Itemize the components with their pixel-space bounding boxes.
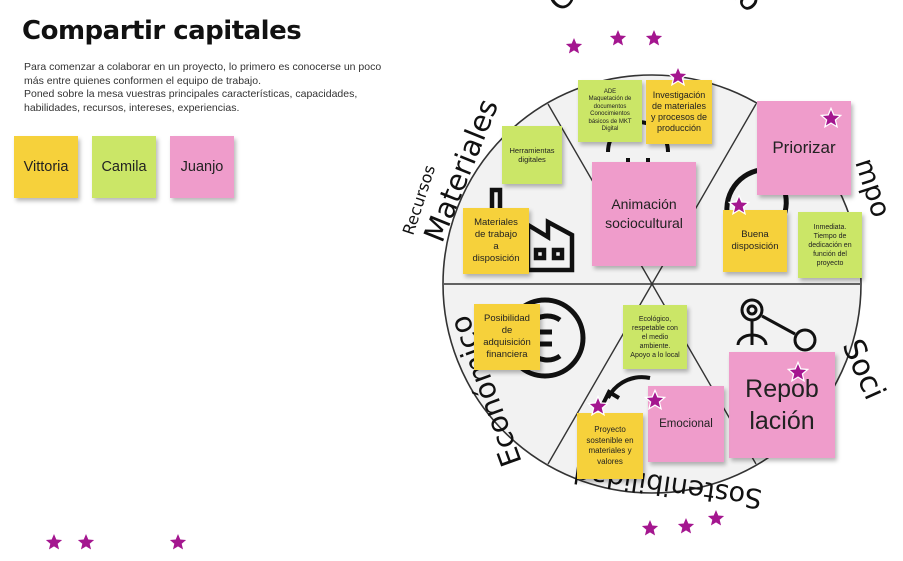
vote-star-icon[interactable]	[728, 194, 750, 216]
note-line: Repob	[745, 375, 819, 403]
note-line: financiera	[486, 349, 528, 360]
note-line: básicos de MKT	[588, 118, 632, 125]
network-people-icon	[736, 298, 817, 352]
note-line: sociocultural	[605, 215, 683, 231]
note-line: de trabajo	[474, 229, 518, 240]
note-line: de materiales	[651, 101, 707, 111]
vote-star-icon[interactable]	[675, 515, 697, 537]
note-line: proyecto	[816, 259, 844, 267]
note-proyecto[interactable]: Proyecto sostenible en materiales y valo…	[577, 413, 643, 479]
note-line: Apoyo a lo local	[630, 351, 680, 359]
recycle-icon	[601, 375, 651, 405]
note-line: Herramientas	[509, 145, 555, 155]
note-line: Buena	[741, 229, 769, 240]
vote-star-icon[interactable]	[787, 361, 809, 383]
note-line: Materiales	[474, 217, 518, 228]
team-note-camila[interactable]: Camila	[92, 136, 156, 198]
note-line: valores	[597, 456, 623, 466]
note-line: disposición	[731, 241, 779, 252]
note-line: Inmediata.	[813, 223, 847, 231]
note-line: a	[493, 241, 499, 252]
note-line: y procesos de	[650, 112, 708, 122]
description-line: Para comenzar a colaborar en un proyecto…	[24, 61, 382, 73]
note-line: sostenible en	[586, 435, 634, 445]
note-line: digitales	[518, 155, 546, 164]
note-line: materiales y	[588, 446, 632, 455]
note-line: lación	[749, 407, 815, 435]
note-line: producción	[656, 123, 702, 133]
note-line: respetable con	[632, 324, 678, 332]
vote-star-icon[interactable]	[43, 531, 65, 553]
note-investigacion[interactable]: Investigación de materiales y procesos d…	[646, 80, 712, 144]
vote-star-icon[interactable]	[639, 517, 661, 539]
note-line: Investigación	[652, 90, 706, 100]
note-materiales-trabajo[interactable]: Materiales de trabajo a disposición	[463, 208, 529, 274]
segment-label-conocimiento: Conocimiento	[541, 0, 769, 19]
note-line: Tiempo de	[813, 232, 847, 240]
vote-star-icon[interactable]	[167, 531, 189, 553]
note-line: Maquetación de	[588, 96, 632, 102]
note-line: documentos	[593, 103, 627, 110]
vote-star-icon[interactable]	[644, 389, 666, 411]
team-note-vittoria[interactable]: Vittoria	[14, 136, 78, 198]
vote-star-icon[interactable]	[563, 35, 585, 57]
note-ecologico[interactable]: Ecológico, respetable con el medio ambie…	[623, 305, 687, 369]
vote-star-icon[interactable]	[75, 531, 97, 553]
vote-star-icon[interactable]	[607, 27, 629, 49]
note-line: Digital	[601, 126, 619, 132]
note-line: ambiente.	[639, 342, 671, 350]
note-repoblacion[interactable]: Repob lación	[729, 352, 835, 458]
note-line: Conocimientos	[590, 111, 630, 117]
note-line: función del	[813, 250, 847, 258]
note-line: dedicación en	[808, 241, 852, 249]
note-line: Proyecto	[594, 425, 626, 434]
description-line: habilidades, recursos, intereses, experi…	[24, 101, 240, 114]
note-line: disposición	[472, 253, 520, 264]
note-inmediata[interactable]: Inmediata. Tiempo de dedicación en funci…	[798, 212, 862, 278]
note-line: adquisición	[483, 337, 531, 348]
description-line: Poned sobre la mesa vuestras principales…	[24, 88, 358, 100]
note-ade[interactable]: ADE Maquetación de documentos Conocimien…	[578, 80, 642, 142]
vote-star-icon[interactable]	[705, 507, 727, 529]
description-line: más entre quienes conformen el equipo de…	[24, 74, 261, 87]
note-line: Posibilidad	[484, 313, 530, 324]
note-line: Animación	[611, 196, 677, 212]
vote-star-icon[interactable]	[667, 65, 689, 87]
note-line: el medio	[641, 333, 669, 341]
board-description: Para comenzar a colaborar en un proyecto…	[24, 61, 424, 115]
note-line: ADE	[603, 88, 617, 95]
vote-star-icon[interactable]	[820, 107, 842, 129]
note-posibilidad[interactable]: Posibilidad de adquisición financiera	[474, 304, 540, 370]
note-buena-disposicion[interactable]: Buena disposición	[723, 210, 787, 272]
vote-star-icon[interactable]	[587, 395, 609, 417]
note-line: de	[501, 325, 513, 336]
note-herramientas[interactable]: Herramientas digitales	[502, 126, 562, 184]
note-line: Ecológico,	[638, 315, 672, 323]
note-animacion[interactable]: Animación sociocultural	[592, 162, 696, 266]
team-note-juanjo[interactable]: Juanjo	[170, 136, 234, 198]
vote-star-icon[interactable]	[643, 27, 665, 49]
board-title: Compartir capitales	[22, 16, 302, 46]
